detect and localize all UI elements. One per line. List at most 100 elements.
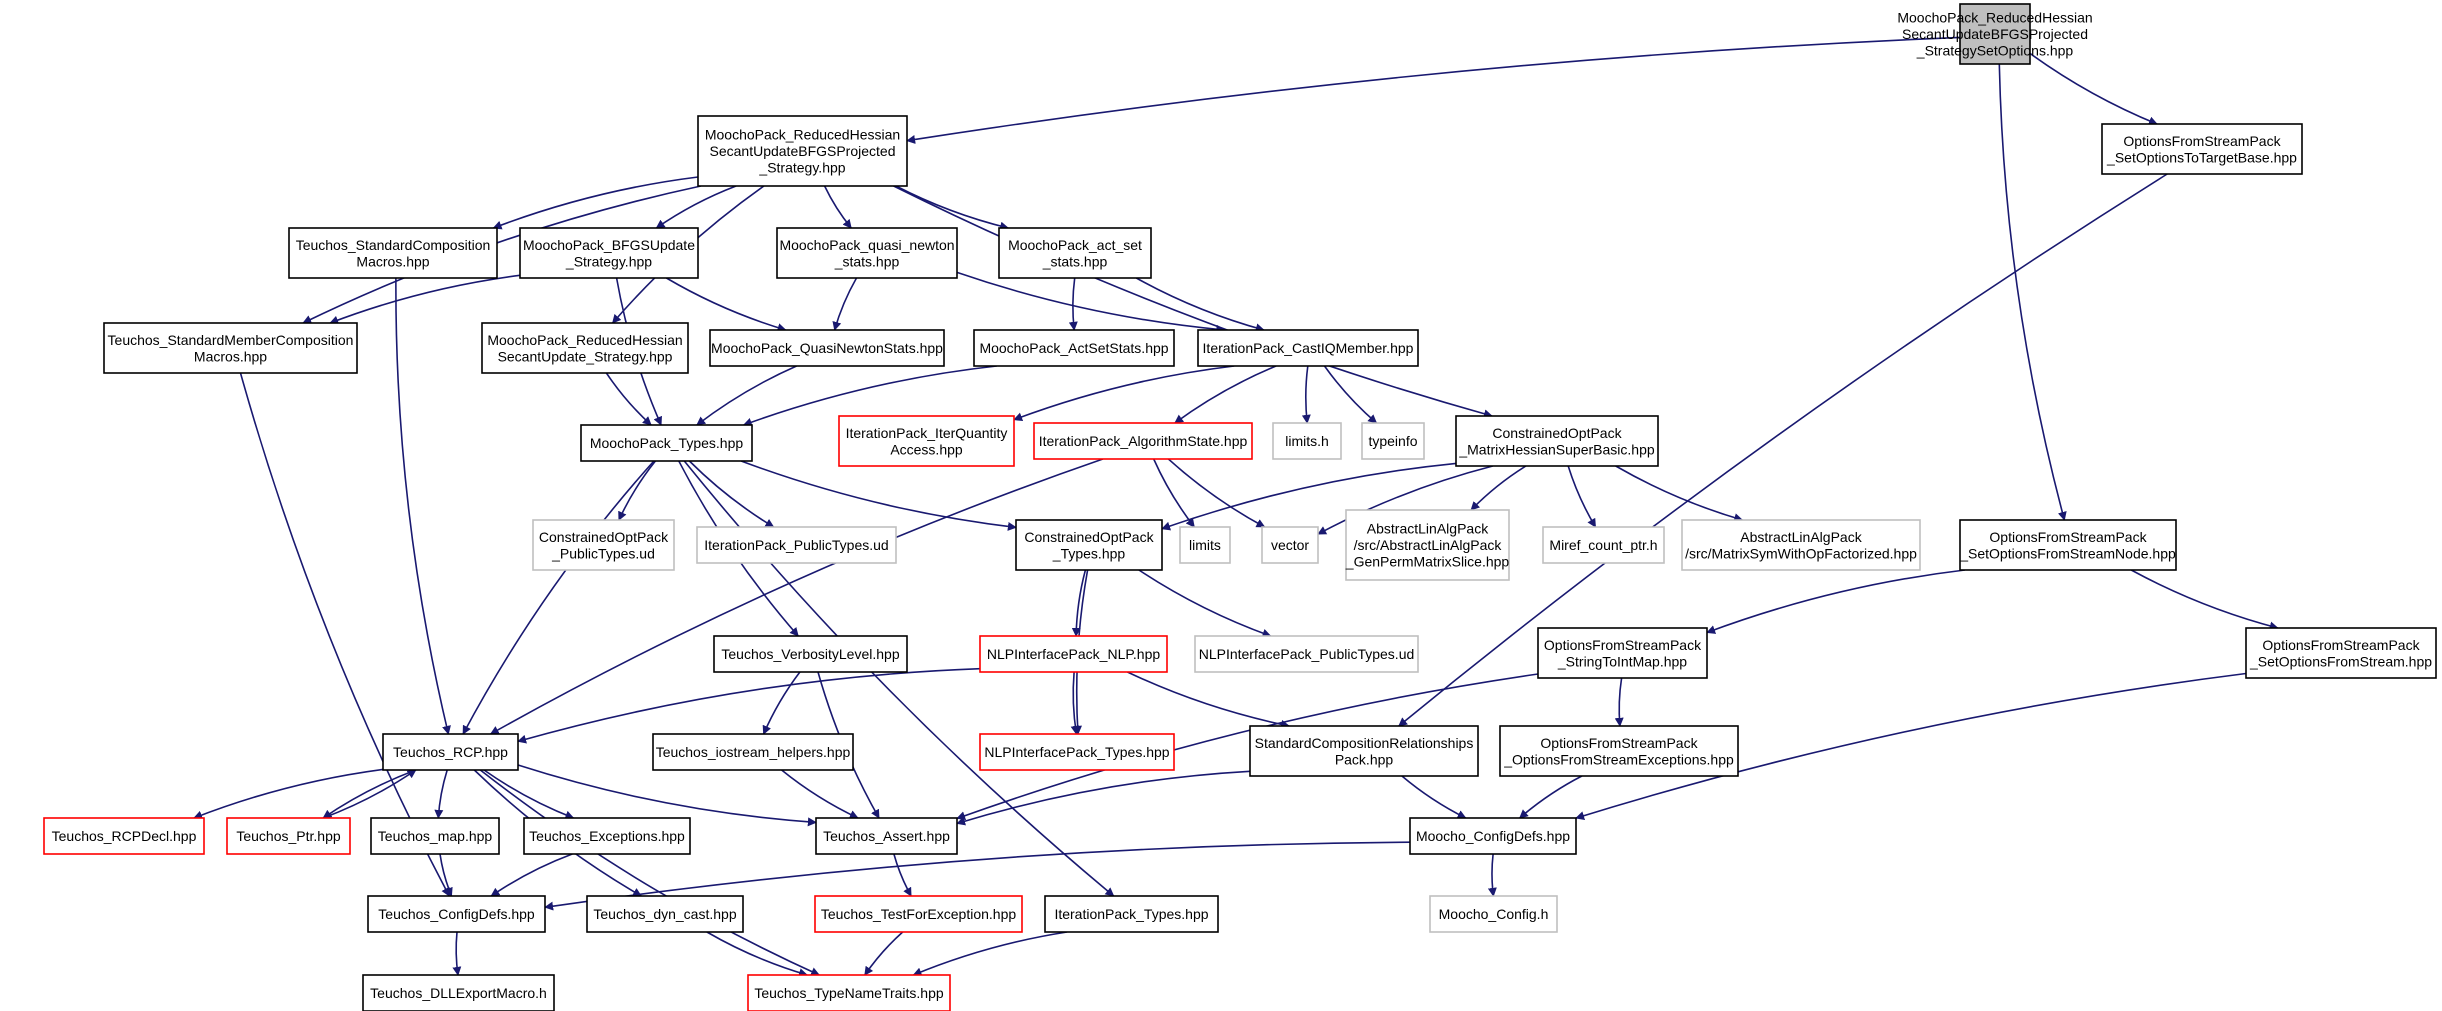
node-label-root-line-2: _StrategySetOptions.hpp — [1916, 43, 2074, 59]
node-label-rhsu-line-1: SecantUpdate_Strategy.hpp — [498, 348, 673, 364]
node-strtoint[interactable]: OptionsFromStreamPack_StringToIntMap.hpp — [1537, 627, 1708, 679]
node-box-iohelp — [652, 733, 854, 771]
node-label-limitsh-line-0: limits.h — [1285, 433, 1329, 449]
edge-mconfigdefs-to-mconfigh — [1487, 853, 1497, 897]
node-label-algstate-line-0: IterationPack_AlgorithmState.hpp — [1039, 433, 1248, 449]
node-label-nlp-line-0: NLPInterfacePack_NLP.hpp — [987, 646, 1161, 662]
node-nlp[interactable]: NLPInterfacePack_NLP.hpp — [979, 635, 1168, 673]
node-dllexport[interactable]: Teuchos_DLLExportMacro.h — [362, 974, 555, 1011]
node-bfgsupd[interactable]: MoochoPack_BFGSUpdate_Strategy.hpp — [519, 227, 699, 279]
node-label-miref-line-0: Miref_count_ptr.h — [1549, 537, 1657, 553]
node-actsetstats[interactable]: MoochoPack_ActSetStats.hpp — [973, 329, 1175, 367]
node-box-miref — [1542, 526, 1665, 564]
node-dyncast[interactable]: Teuchos_dyn_cast.hpp — [586, 895, 744, 933]
node-label-genperm-line-0: AbstractLinAlgPack — [1367, 521, 1489, 537]
edge-cotypes-to-nlp — [1071, 569, 1087, 637]
edge-ofs_node-to-ofs_stream — [2130, 569, 2279, 631]
node-box-cotypes — [1015, 519, 1163, 571]
node-label-nlptypes-line-0: NLPInterfacePack_Types.hpp — [984, 744, 1169, 760]
node-algstate[interactable]: IterationPack_AlgorithmState.hpp — [1033, 422, 1253, 460]
node-label-act_set-line-1: _stats.hpp — [1042, 253, 1108, 269]
node-label-map-line-0: Teuchos_map.hpp — [378, 828, 493, 844]
edge-cohsb-to-vector — [1317, 465, 1493, 535]
edge-cohsb-to-miref — [1567, 465, 1597, 528]
node-box-nlp — [979, 635, 1168, 673]
edge-mtypes-to-cotypes — [740, 460, 1017, 531]
node-typename[interactable]: Teuchos_TypeNameTraits.hpp — [747, 974, 951, 1011]
node-rcp[interactable]: Teuchos_RCP.hpp — [382, 733, 519, 771]
node-testforexc[interactable]: Teuchos_TestForException.hpp — [814, 895, 1023, 933]
node-ittypes[interactable]: IterationPack_Types.hpp — [1044, 895, 1219, 933]
node-label-nlppubud-line-0: NLPInterfacePack_PublicTypes.ud — [1199, 646, 1415, 662]
edge-bfgsproj-to-std_member — [302, 185, 702, 324]
node-verbosity[interactable]: Teuchos_VerbosityLevel.hpp — [713, 635, 908, 673]
node-label-testforexc-line-0: Teuchos_TestForException.hpp — [821, 906, 1017, 922]
edge-tconfigdefs-to-dllexport — [452, 931, 462, 976]
node-map[interactable]: Teuchos_map.hpp — [370, 817, 500, 855]
node-rhsu[interactable]: MoochoPack_ReducedHessianSecantUpdate_St… — [481, 322, 689, 374]
node-act_set[interactable]: MoochoPack_act_set_stats.hpp — [998, 227, 1152, 279]
node-box-strtoint — [1537, 627, 1708, 679]
node-label-copubud-line-1: _PublicTypes.ud — [551, 545, 655, 561]
node-box-limitsh — [1272, 422, 1342, 460]
node-box-mtypes — [580, 424, 753, 462]
node-label-cohsb-line-1: _MatrixHessianSuperBasic.hpp — [1458, 441, 1655, 457]
node-mconfigdefs[interactable]: Moocho_ConfigDefs.hpp — [1409, 817, 1577, 855]
node-nlptypes[interactable]: NLPInterfacePack_Types.hpp — [979, 733, 1175, 771]
node-label-ofs_node-line-0: OptionsFromStreamPack — [1989, 529, 2147, 545]
node-box-rcp — [382, 733, 519, 771]
node-exceptions[interactable]: Teuchos_Exceptions.hpp — [523, 817, 691, 855]
node-label-qnstats-line-0: MoochoPack_QuasiNewtonStats.hpp — [711, 340, 943, 356]
node-ofsexc[interactable]: OptionsFromStreamPack_OptionsFromStreamE… — [1499, 725, 1739, 777]
edge-root-to-bfgsproj — [906, 36, 1961, 144]
edge-iohelp-to-assert — [781, 769, 859, 819]
node-assert[interactable]: Teuchos_Assert.hpp — [815, 817, 958, 855]
edge-rcp-to-assert — [517, 764, 817, 827]
edges-layer — [193, 36, 2279, 978]
node-cotypes[interactable]: ConstrainedOptPack_Types.hpp — [1015, 519, 1163, 571]
node-ofs_target[interactable]: OptionsFromStreamPack_SetOptionsToTarget… — [2101, 123, 2303, 175]
node-std_member[interactable]: Teuchos_StandardMemberCompositionMacros.… — [103, 322, 358, 374]
node-castiq[interactable]: IterationPack_CastIQMember.hpp — [1197, 329, 1419, 367]
node-label-castiq-line-0: IterationPack_CastIQMember.hpp — [1203, 340, 1414, 356]
node-root[interactable]: MoochoPack_ReducedHessianSecantUpdateBFG… — [1897, 3, 2093, 65]
node-copubud: ConstrainedOptPack_PublicTypes.ud — [532, 519, 675, 571]
node-ofs_stream[interactable]: OptionsFromStreamPack_SetOptionsFromStre… — [2245, 627, 2437, 679]
node-qn_stats[interactable]: MoochoPack_quasi_newton_stats.hpp — [776, 227, 958, 279]
node-box-root — [1959, 3, 2031, 65]
edge-algstate-to-vector — [1167, 458, 1266, 528]
node-label-tconfigdefs-line-0: Teuchos_ConfigDefs.hpp — [378, 906, 535, 922]
node-box-ofs_node — [1959, 519, 2177, 571]
node-box-limits — [1179, 526, 1231, 564]
node-label-matsym-line-0: AbstractLinAlgPack — [1740, 529, 1862, 545]
node-label-iohelp-line-0: Teuchos_iostream_helpers.hpp — [656, 744, 851, 760]
edge-ofs_node-to-strtoint — [1706, 569, 1965, 634]
node-box-ofs_stream — [2245, 627, 2437, 679]
node-box-typeinfo — [1361, 422, 1425, 460]
node-bfgsproj[interactable]: MoochoPack_ReducedHessianSecantUpdateBFG… — [697, 115, 908, 187]
node-ptr[interactable]: Teuchos_Ptr.hpp — [226, 817, 351, 855]
node-rcpdecl[interactable]: Teuchos_RCPDecl.hpp — [43, 817, 205, 855]
edge-ptr-to-rcp — [322, 769, 417, 819]
node-label-genperm-line-2: _GenPermMatrixSlice.hpp — [1345, 554, 1510, 570]
node-tconfigdefs[interactable]: Teuchos_ConfigDefs.hpp — [367, 895, 546, 933]
edge-bfgsproj-to-cohsb — [893, 185, 1493, 419]
node-qnstats[interactable]: MoochoPack_QuasiNewtonStats.hpp — [709, 329, 945, 367]
node-label-ofs_stream-line-0: OptionsFromStreamPack — [2262, 637, 2420, 653]
edge-map-to-tconfigdefs — [439, 853, 453, 897]
node-iohelp[interactable]: Teuchos_iostream_helpers.hpp — [652, 733, 854, 771]
edge-castiq-to-algstate — [1174, 365, 1277, 424]
edge-rcp-to-typename — [479, 769, 821, 976]
node-label-act_set-line-0: MoochoPack_act_set — [1008, 237, 1142, 253]
node-mtypes[interactable]: MoochoPack_Types.hpp — [580, 424, 753, 462]
node-ofs_node[interactable]: OptionsFromStreamPack_SetOptionsFromStre… — [1959, 519, 2177, 571]
node-cohsb[interactable]: ConstrainedOptPack_MatrixHessianSuperBas… — [1455, 415, 1659, 467]
node-label-exceptions-line-0: Teuchos_Exceptions.hpp — [529, 828, 685, 844]
edge-castiq-to-limitsh — [1301, 365, 1311, 424]
node-nlppubud: NLPInterfacePack_PublicTypes.ud — [1194, 635, 1419, 673]
node-box-testforexc — [814, 895, 1023, 933]
edge-rcp-to-ptr — [322, 769, 417, 819]
